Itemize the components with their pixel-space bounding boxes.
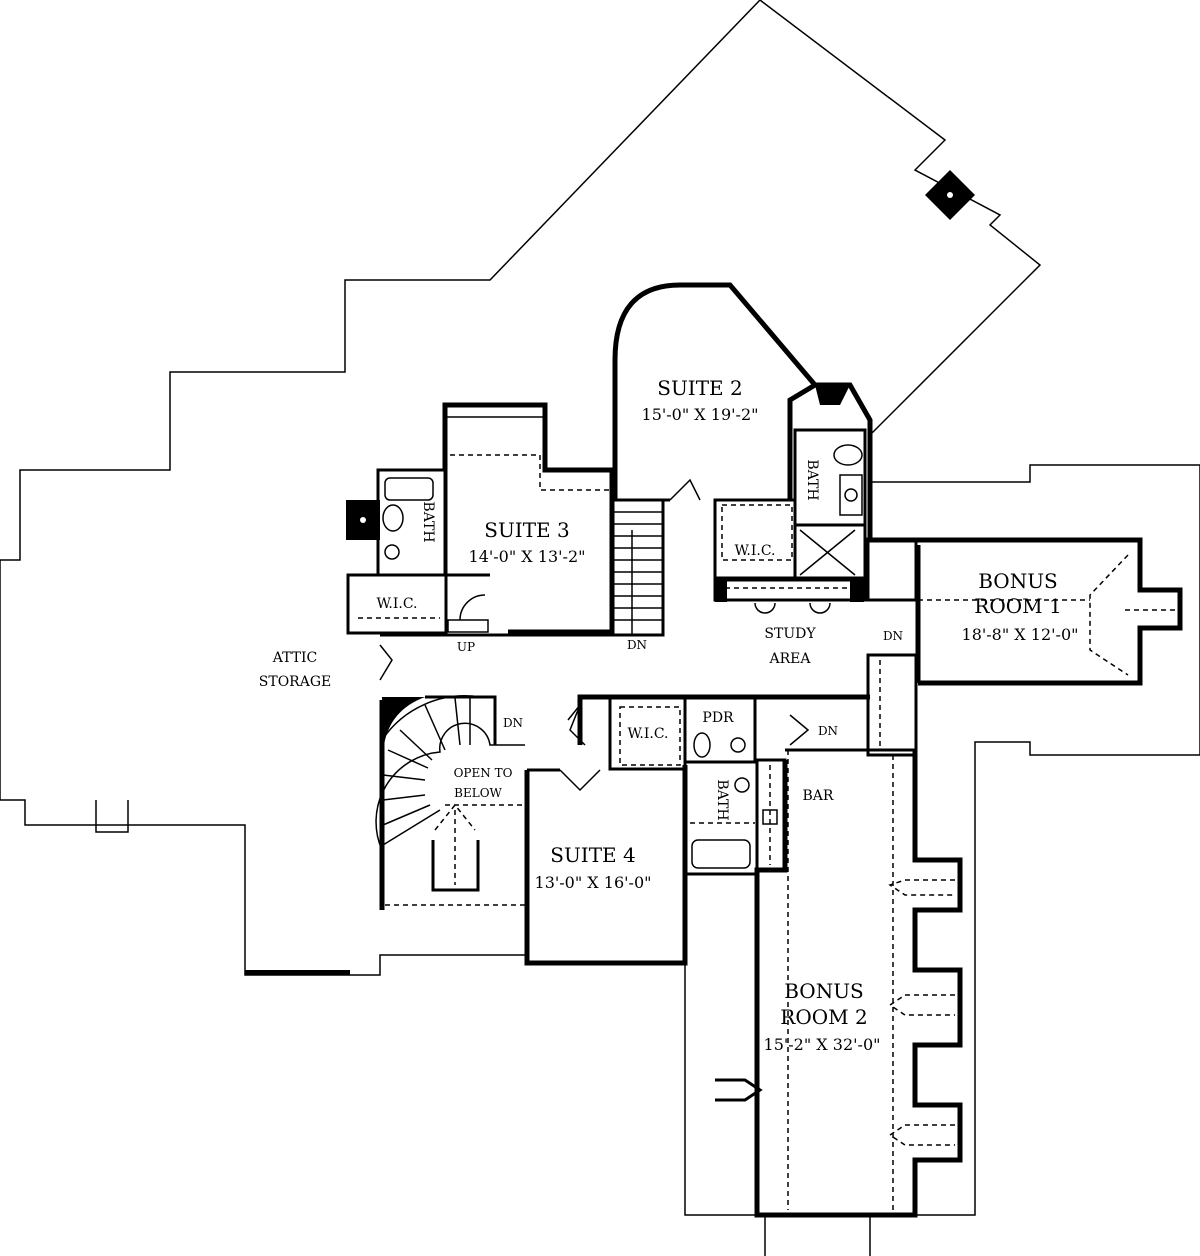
open-to-below-2: BELOW (454, 786, 502, 800)
suite-4: SUITE 4 13'-0" X 16'-0" (524, 765, 688, 966)
attic-label-1: ATTIC (272, 650, 318, 666)
spiral-stair-dn: DN (503, 716, 523, 730)
suite-2-label: SUITE 2 (657, 376, 742, 400)
suite-2-bath: BATH W.I.C. (713, 428, 867, 602)
attic-storage: ATTIC STORAGE (259, 633, 612, 690)
bar-label: BAR (803, 788, 834, 804)
spiral-stair: DN OPEN TO BELOW (375, 695, 525, 910)
suite-3: SUITE 3 14'-0" X 13'-2" UP (442, 402, 615, 654)
suite-3-size: 14'-0" X 13'-2" (469, 547, 586, 566)
bonus-1-size: 18'-8" X 12'-0" (962, 625, 1079, 644)
bonus-room-1: BONUS ROOM 1 18'-8" X 12'-0" (865, 537, 1183, 757)
suite-3-bath: BATH W.I.C. (346, 468, 448, 635)
suite-2-size: 15'-0" X 19'-2" (642, 405, 759, 424)
pdr-label: PDR (702, 710, 734, 726)
suite-4-wic-pdr: W.I.C. PDR DN (567, 694, 870, 771)
bonus-1-label-1: BONUS (978, 569, 1058, 593)
study-area: STUDY AREA DN (754, 602, 903, 667)
bonus-room-2: BAR BONUS ROOM 2 15'-2" X 32'-0" (715, 748, 963, 1218)
suite-4-size: 13'-0" X 16'-0" (535, 873, 652, 892)
suite-2-bath-label: BATH (804, 459, 820, 500)
suite-2: SUITE 2 15'-0" X 19'-2" (612, 282, 873, 540)
suite-4-label: SUITE 4 (550, 843, 635, 867)
open-to-below-1: OPEN TO (454, 766, 513, 780)
suite-4-wic-label: W.I.C. (627, 726, 668, 742)
suite-3-wic-label: W.I.C. (376, 596, 417, 612)
suite-4-bath-label: BATH (714, 779, 730, 820)
chimney-icon (346, 170, 975, 540)
bonus1-stair-dn: DN (883, 629, 903, 643)
suite-3-label: SUITE 3 (484, 518, 569, 542)
study-label-1: STUDY (764, 626, 816, 642)
suite-2-wic-label: W.I.C. (734, 543, 775, 559)
stair-dn-label: DN (627, 638, 647, 652)
bar-stair-dn: DN (818, 724, 838, 738)
bonus-2-size: 15'-2" X 32'-0" (764, 1035, 881, 1054)
suite-3-bath-label: BATH (420, 501, 436, 542)
suite-4-bath: BATH (683, 760, 759, 876)
bonus-2-label-1: BONUS (784, 979, 864, 1003)
attic-label-2: STORAGE (259, 674, 331, 690)
stair-up-label: UP (457, 640, 475, 654)
study-label-2: AREA (769, 651, 812, 667)
bonus-1-label-2: ROOM 1 (974, 594, 1061, 618)
straight-stair: DN (611, 498, 665, 652)
bonus-2-label-2: ROOM 2 (780, 1005, 867, 1029)
